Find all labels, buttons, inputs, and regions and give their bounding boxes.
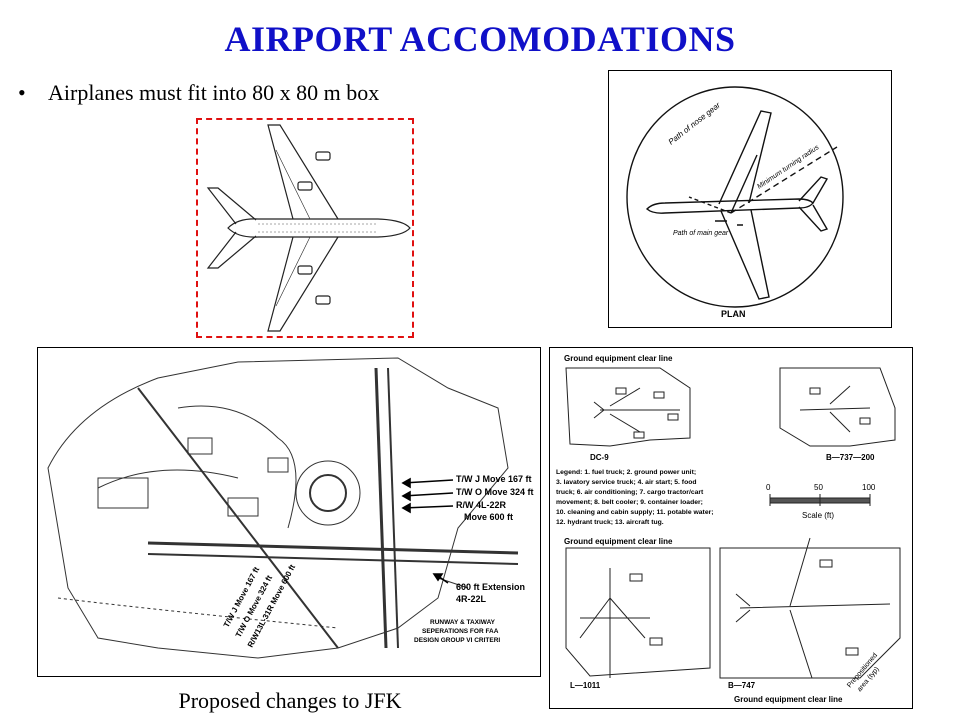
jfk-airport-map-panel: T/W J Move 167 ft T/W O Move 324 ft R/W …	[37, 347, 541, 677]
turning-radius-drawing: Path of nose gear Minimum turning radius…	[626, 86, 844, 319]
dc9-label: DC-9	[590, 453, 609, 462]
scale-50: 50	[814, 483, 823, 492]
bullet-item: • Airplanes must fit into 80 x 80 m box	[18, 80, 379, 106]
clear-line-top: Ground equipment clear line	[564, 354, 673, 363]
change-label-3: R/W 4L-22R	[456, 500, 507, 510]
b747-label: B—747	[728, 681, 756, 690]
turning-radius-plan-panel: Path of nose gear Minimum turning radius…	[608, 70, 892, 328]
aircraft-top-view-drawing	[206, 124, 411, 332]
turning-radius-label: Minimum turning radius	[756, 144, 821, 191]
plan-label: PLAN	[721, 309, 746, 319]
legend-line-5: 10. cleaning and cabin supply; 11. potab…	[556, 509, 714, 516]
map-caption: Proposed changes to JFK	[178, 688, 402, 713]
legend-line-2: 3. lavatory service truck; 4. air start;…	[556, 479, 697, 486]
l1011-label: L—1011	[570, 681, 601, 690]
legend-line-6: 12. hydrant truck; 13. aircraft tug.	[556, 519, 664, 526]
legend-line-3: truck; 6. air conditioning; 7. cargo tra…	[556, 489, 704, 496]
ground-equipment-panel: Ground equipment clear line DC-9 B—737—2…	[549, 347, 913, 709]
scale-100: 100	[862, 483, 876, 492]
nose-gear-label: Path of nose gear	[667, 100, 723, 146]
bullet-dot-icon: •	[18, 80, 26, 105]
scale-0: 0	[766, 483, 771, 492]
extension-label-2: 4R-22L	[456, 594, 487, 604]
clear-line-mid: Ground equipment clear line	[564, 537, 673, 546]
b737-label: B—737—200	[826, 453, 875, 462]
change-label-2: T/W O Move 324 ft	[456, 487, 534, 497]
note-line-3: DESIGN GROUP VI CRITERI	[414, 637, 500, 644]
change-label-4: Move 600 ft	[464, 512, 513, 522]
ground-equipment-drawing: Ground equipment clear line DC-9 B—737—2…	[556, 354, 901, 704]
page-title: AIRPORT ACCOMODATIONS	[224, 19, 736, 59]
note-line-1: RUNWAY & TAXIWAY	[430, 619, 496, 626]
scale-label: Scale (ft)	[802, 511, 834, 520]
main-gear-label: Path of main gear	[673, 230, 729, 237]
legend-line-4: movement; 8. belt cooler; 9. container l…	[556, 499, 703, 506]
change-label-1: T/W J Move 167 ft	[456, 474, 532, 484]
note-line-2: SEPERATIONS FOR FAA	[422, 628, 499, 635]
extension-label-1: 600 ft Extension	[456, 582, 525, 592]
jfk-map-drawing: T/W J Move 167 ft T/W O Move 324 ft R/W …	[47, 357, 534, 659]
aircraft-fit-box	[196, 118, 414, 338]
clear-line-bottom: Ground equipment clear line	[734, 695, 843, 704]
legend-line-1: Legend: 1. fuel truck; 2. ground power u…	[556, 469, 696, 476]
bullet-text: Airplanes must fit into 80 x 80 m box	[48, 80, 380, 105]
